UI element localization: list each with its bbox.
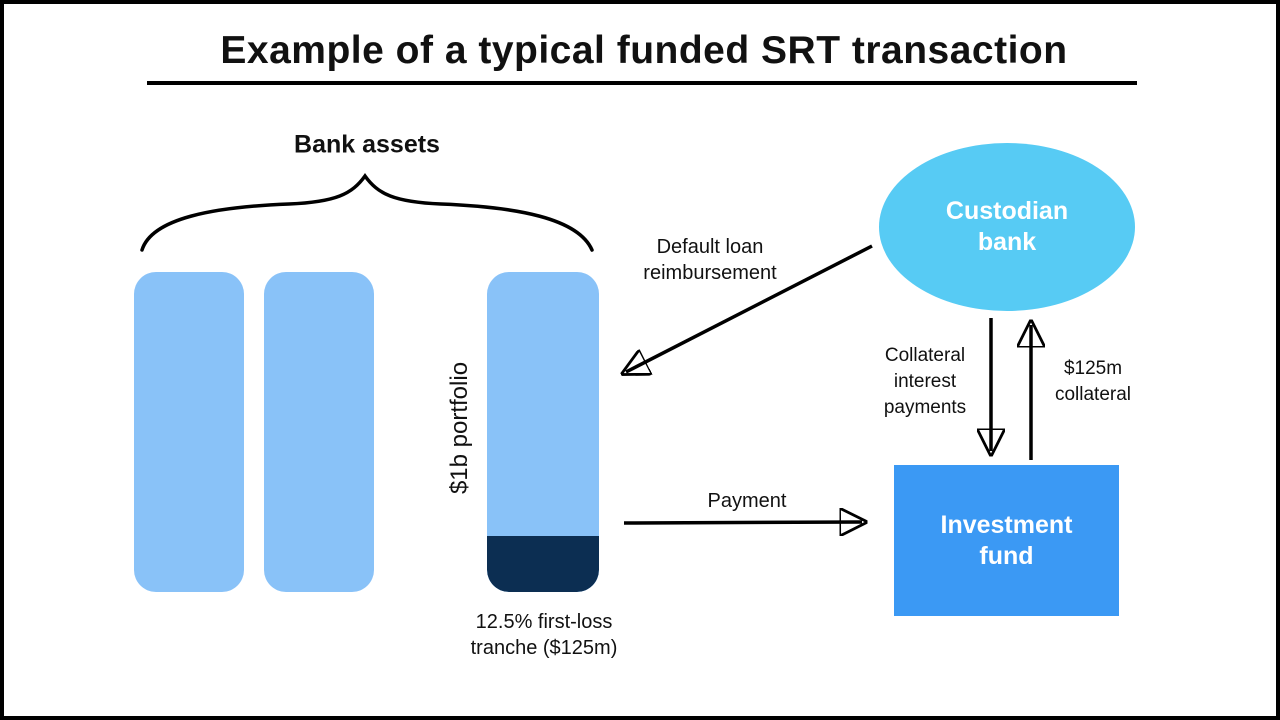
portfolio-bar — [487, 272, 599, 592]
custodian-bank-label: Custodian bank — [945, 197, 1069, 256]
brace-bank-assets — [140, 173, 594, 252]
title-underline — [147, 81, 1137, 85]
page-title: Example of a typical funded SRT transact… — [220, 29, 1068, 72]
investment-fund-label: Investment fund — [940, 510, 1073, 570]
payment-arrow — [623, 522, 862, 523]
tranche-label: 12.5% first-loss tranche ($125m) — [470, 611, 618, 659]
first-loss-tranche-segment — [487, 536, 599, 592]
collateral-label: $125m collateral — [1054, 358, 1132, 405]
portfolio-label: $1b portfolio — [446, 361, 473, 495]
investment-fund-node: Investment fund — [894, 465, 1119, 616]
custodian-bank-node: Custodian bank — [879, 143, 1135, 311]
payment-label: Payment — [707, 490, 787, 512]
bank-assets-label: Bank assets — [294, 130, 440, 159]
default-loan-label: Default loan reimbursement — [643, 236, 777, 284]
collateral-interest-label: Collateral interest payments — [883, 345, 967, 418]
asset-bar-1 — [134, 272, 244, 592]
asset-bar-2 — [264, 272, 374, 592]
